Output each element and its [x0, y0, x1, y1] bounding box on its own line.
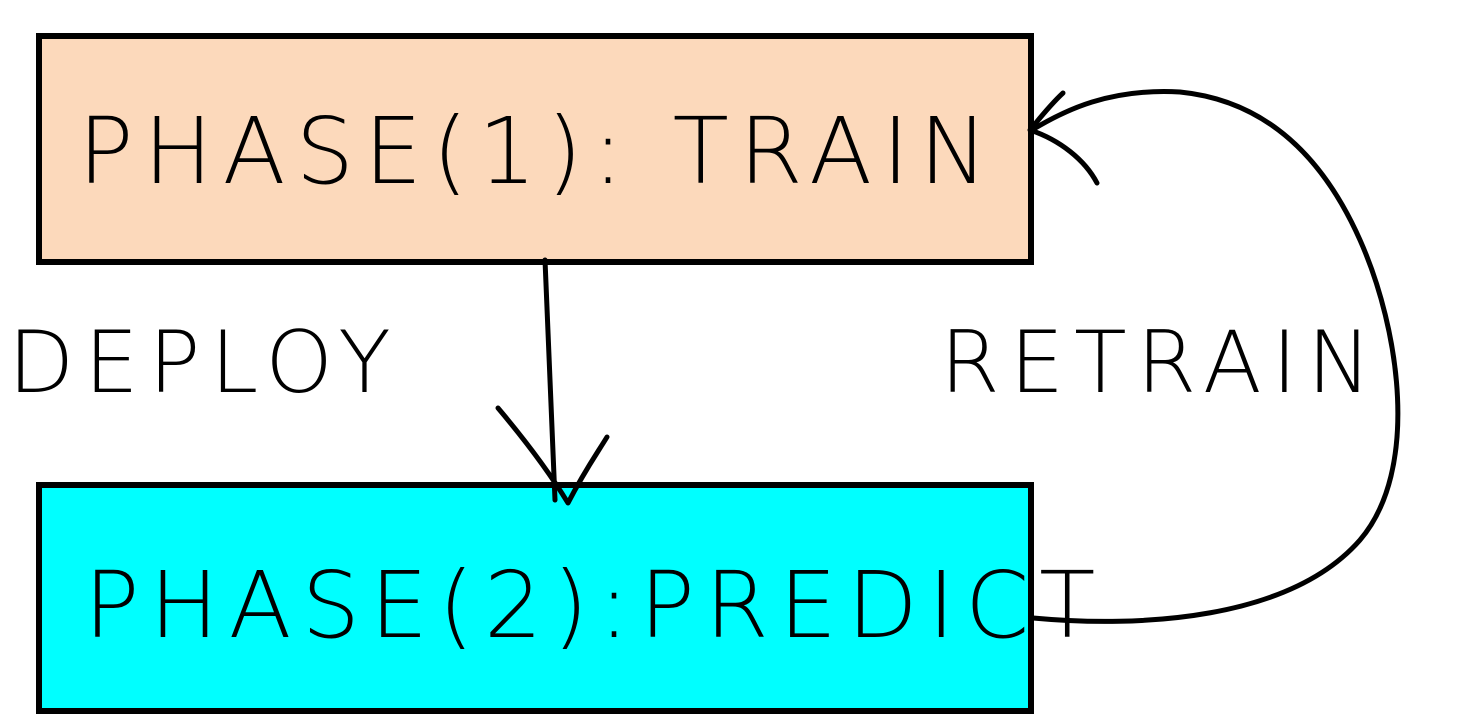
retrain-arrowhead [1027, 90, 1100, 186]
predict-label: PHASE(2):PREDICT [84, 552, 1105, 659]
train-label: PHASE(1): TRAIN [78, 98, 998, 205]
deploy-edge: DEPLOY [8, 257, 610, 506]
predict-node: PHASE(2):PREDICT [36, 482, 1105, 714]
retrain-label: RETRAIN [940, 313, 1381, 413]
train-box [36, 33, 1034, 265]
predict-box [36, 482, 1034, 714]
retrain-edge: RETRAIN [940, 89, 1401, 624]
deploy-arrow-line [542, 257, 558, 503]
retrain-arrow-line [1029, 89, 1401, 624]
train-node: PHASE(1): TRAIN [36, 33, 1034, 265]
deploy-label: DEPLOY [8, 313, 401, 413]
deploy-arrowhead [495, 405, 610, 506]
